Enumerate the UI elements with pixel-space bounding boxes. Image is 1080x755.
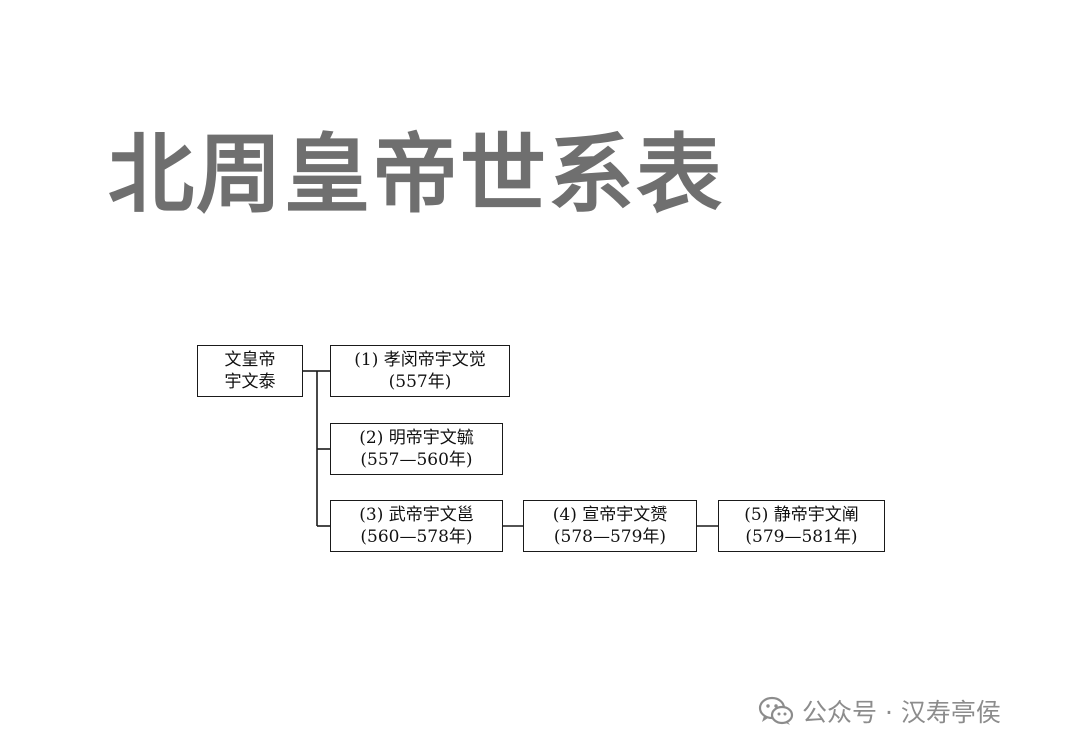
root-node: 文皇帝 宇文泰 xyxy=(197,345,303,397)
watermark-text: 公众号 · 汉寿亭侯 xyxy=(802,698,1001,727)
emperor-years: (560—578年) xyxy=(360,527,473,547)
wechat-icon xyxy=(758,696,794,725)
watermark: 公众号 · 汉寿亭侯 xyxy=(758,693,1001,729)
root-name: 宇文泰 xyxy=(224,372,276,392)
emperor-years: (557—560年) xyxy=(360,450,473,470)
emperor-name: (5) 静帝宇文阐 xyxy=(744,505,859,525)
emperor-years: (579—581年) xyxy=(745,527,858,547)
emperor-name: (1) 孝闵帝宇文觉 xyxy=(354,350,486,370)
emperor-node-1: (1) 孝闵帝宇文觉 (557年) xyxy=(330,345,510,397)
page-title: 北周皇帝世系表 xyxy=(108,125,724,225)
emperor-node-5: (5) 静帝宇文阐 (579—581年) xyxy=(718,500,885,552)
emperor-name: (2) 明帝宇文毓 xyxy=(359,428,474,448)
emperor-name: (4) 宣帝宇文赟 xyxy=(552,505,668,525)
emperor-node-3: (3) 武帝宇文邕 (560—578年) xyxy=(330,500,503,552)
emperor-node-4: (4) 宣帝宇文赟 (578—579年) xyxy=(523,500,697,552)
emperor-name: (3) 武帝宇文邕 xyxy=(359,505,474,525)
emperor-node-2: (2) 明帝宇文毓 (557—560年) xyxy=(330,423,503,475)
emperor-years: (557年) xyxy=(388,372,452,392)
emperor-years: (578—579年) xyxy=(553,527,667,547)
root-title: 文皇帝 xyxy=(224,350,276,370)
